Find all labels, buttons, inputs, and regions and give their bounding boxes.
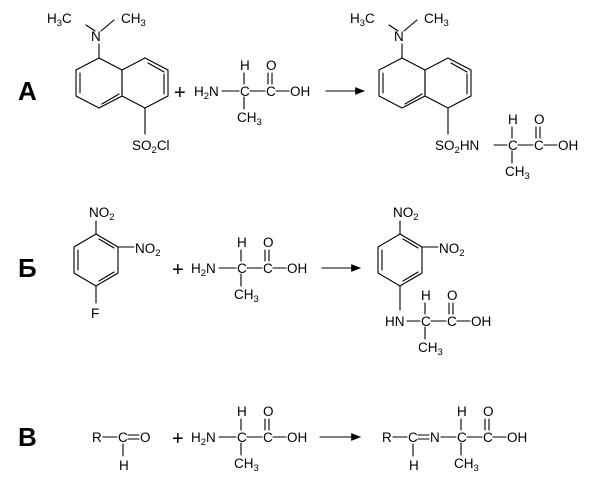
- amino-group-b: H2N: [191, 261, 216, 279]
- nitro-group-ortho: NO2: [135, 241, 161, 259]
- methyl-group: CH3: [237, 110, 262, 128]
- product-c-methyl: CH3: [454, 456, 479, 474]
- plus-sign-c: +: [172, 428, 184, 450]
- reaction-a: А H3C N CH3 SO2Cl + H2N H C: [18, 11, 578, 182]
- hydroxyl-group-c: OH: [287, 430, 307, 445]
- alanine-a: H2N H C CH3 O C OH: [194, 58, 310, 128]
- aldehyde-oxygen: O: [140, 430, 151, 445]
- dnp-alanine-product: NO2 NO2 HN H C CH3 O C OH: [377, 205, 491, 358]
- imine-nitrogen: N: [430, 430, 440, 445]
- alanine-c: H2N H C CH3 O C OH: [191, 404, 307, 474]
- dansyl-alanine-product: H3C N CH3 SO2HN H C CH3 O C: [350, 11, 578, 182]
- alpha-carbon-b: C: [237, 261, 247, 276]
- reaction-c: В R C O H + H2N H C CH3 O C: [18, 404, 527, 474]
- amino-group-c: H2N: [191, 430, 216, 448]
- imine-carbon: C: [408, 430, 418, 445]
- reaction-a-label: А: [18, 76, 37, 106]
- amine-nitrogen: N: [91, 29, 101, 44]
- product-b-carboxyl-carbon: C: [447, 314, 457, 329]
- dimethylamino-group: H3C: [47, 11, 72, 29]
- product-alpha-hydrogen: H: [508, 112, 518, 127]
- carbonyl-oxygen-c: O: [263, 404, 274, 419]
- methyl-right: CH3: [121, 11, 146, 29]
- carbonyl-oxygen-b: O: [263, 235, 274, 250]
- product-c-alpha-hydrogen: H: [457, 404, 467, 419]
- product-b-carbonyl-oxygen: O: [447, 288, 458, 303]
- product-alpha-carbon: C: [508, 138, 518, 153]
- alpha-carbon: C: [240, 84, 250, 99]
- product-r-group: R: [382, 430, 392, 445]
- aldehyde: R C O H: [92, 430, 151, 473]
- product-amine-link: HN: [385, 314, 405, 329]
- product-c-carbonyl-oxygen: O: [483, 404, 494, 419]
- carboxyl-carbon-b: C: [263, 261, 273, 276]
- nitro-group-top: NO2: [89, 205, 115, 223]
- amino-group: H2N: [194, 84, 219, 102]
- product-c-hydroxyl: OH: [507, 430, 527, 445]
- hydroxyl-group: OH: [290, 84, 310, 99]
- sulfonamide-link: SO2HN: [435, 138, 479, 156]
- product-methyl: CH3: [505, 164, 530, 182]
- methyl-group-b: CH3: [234, 287, 259, 305]
- methyl-group-c: CH3: [234, 456, 259, 474]
- alpha-hydrogen-c: H: [237, 404, 247, 419]
- r-group: R: [92, 430, 102, 445]
- product-b-hydroxyl: OH: [471, 314, 491, 329]
- alpha-hydrogen: H: [240, 58, 250, 73]
- fluorodinitrobenzene: NO2 NO2 F: [73, 205, 161, 321]
- fluorine-atom: F: [91, 306, 99, 321]
- aldehyde-carbon: C: [118, 430, 128, 445]
- alpha-hydrogen-b: H: [237, 235, 247, 250]
- alpha-carbon-c: C: [237, 430, 247, 445]
- carboxyl-carbon-c: C: [263, 430, 273, 445]
- product-carbonyl-oxygen: O: [534, 112, 545, 127]
- imine-hydrogen: H: [409, 458, 419, 473]
- dansyl-chloride: H3C N CH3 SO2Cl: [47, 11, 170, 156]
- product-b-alpha-carbon: C: [421, 314, 431, 329]
- product-c-alpha-carbon: C: [457, 430, 467, 445]
- plus-sign-a: +: [174, 82, 186, 104]
- product-b-methyl: CH3: [418, 340, 443, 358]
- product-hydroxyl: OH: [558, 138, 578, 153]
- reaction-c-label: В: [18, 422, 37, 452]
- product-nitro-ortho: NO2: [439, 241, 465, 259]
- product-methyl-right: CH3: [424, 11, 449, 29]
- sulfonyl-chloride: SO2Cl: [132, 138, 170, 156]
- alanine-b: H2N H C CH3 O C OH: [191, 235, 307, 305]
- plus-sign-b: +: [172, 259, 184, 281]
- hydroxyl-group-b: OH: [287, 261, 307, 276]
- reaction-b: Б NO2 NO2 F + H2N H C CH3 O: [18, 205, 491, 358]
- aldehyde-hydrogen: H: [119, 458, 129, 473]
- carbonyl-oxygen: O: [266, 58, 277, 73]
- schiff-base-product: R C N H H C CH3 O C OH: [382, 404, 527, 474]
- product-amine-nitrogen: N: [394, 29, 404, 44]
- product-nitro-top: NO2: [393, 205, 419, 223]
- product-c-carboxyl-carbon: C: [483, 430, 493, 445]
- product-dimethylamino: H3C: [350, 11, 375, 29]
- reaction-b-label: Б: [18, 253, 37, 283]
- carboxyl-carbon: C: [266, 84, 276, 99]
- product-carboxyl-carbon: C: [534, 138, 544, 153]
- product-b-alpha-hydrogen: H: [421, 288, 431, 303]
